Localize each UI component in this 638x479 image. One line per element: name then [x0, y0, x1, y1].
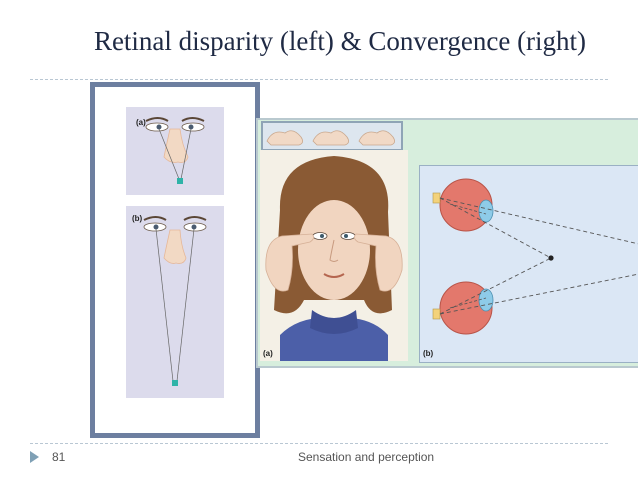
footer-divider: [30, 443, 608, 444]
photo-panel-label: (a): [263, 349, 273, 358]
near-object-face-illustration: [145, 117, 205, 184]
eye-diagram-panel-label: (b): [423, 349, 434, 358]
woman-illustration: [265, 156, 403, 361]
slide-title: Retinal disparity (left) & Convergence (…: [93, 26, 587, 56]
convergence-diagram: [432, 178, 638, 335]
far-object-face-illustration: [143, 216, 207, 386]
retinal-disparity-panel-a: (a): [126, 107, 224, 195]
panel-b-label: (b): [132, 214, 143, 223]
title-divider: [30, 79, 608, 80]
footer-caption: Sensation and perception: [298, 450, 435, 464]
footer-triangle-icon: [30, 451, 39, 463]
page-number: 81: [52, 450, 66, 464]
thumbnail-strip: [261, 121, 403, 151]
convergence-eye-diagram: (b): [419, 165, 638, 363]
face-thumbnails: [266, 130, 395, 146]
panel-a-label: (a): [136, 118, 146, 127]
woman-pointing-at-eyes-photo: (a): [260, 150, 408, 361]
retinal-disparity-panel-b: (b): [126, 206, 224, 398]
